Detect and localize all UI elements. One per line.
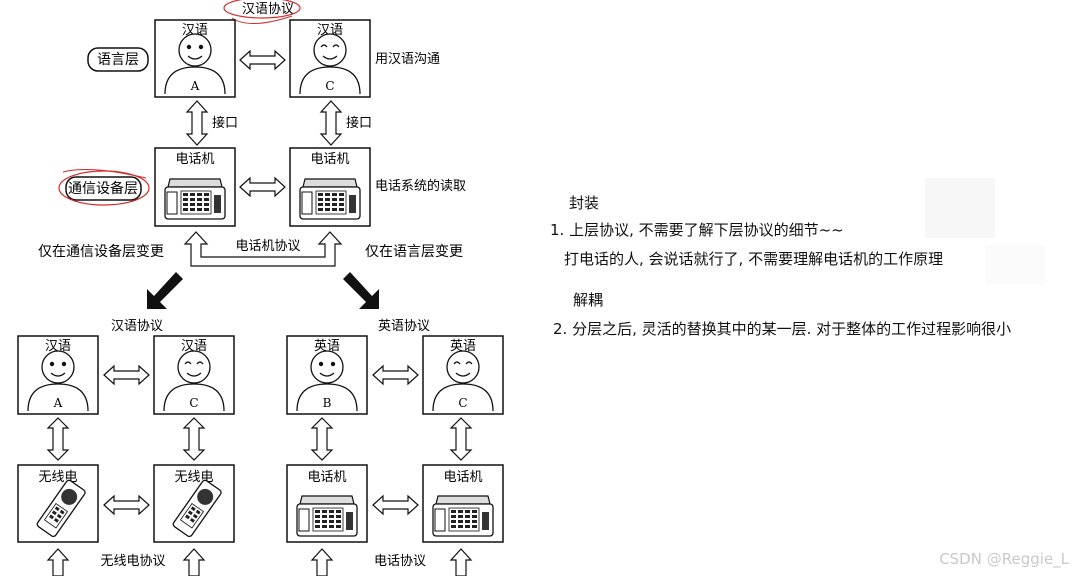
down-right-arrow [343,272,379,309]
br-phone-left-icon [296,495,358,537]
br-top-horizontal-double-arrow [372,364,419,386]
person-a-title: 汉语 [182,23,208,38]
phone-protocol-bracket-arrow [183,231,343,267]
interface-label-left: 接口 [212,115,238,131]
phone-right-icon [299,178,361,220]
bottom-right-protocol-label: 英语协议 [378,319,430,334]
br-person-right-figure [432,350,494,412]
person-c-title: 汉语 [317,23,343,38]
bl-vertical-arrow-left [46,417,70,461]
interface-label-right: 接口 [346,115,372,131]
note-item-1-example: 打电话的人, 会说话就行了, 不需要理解电话机的工作原理 [564,250,944,268]
note-item-1: 1. 上层协议, 不需要了解下层协议的细节~~ [550,221,844,239]
bl-person-right-title: 汉语 [181,339,207,354]
interface-arrow-left [185,100,209,146]
protocol-annotation-tail [231,15,293,24]
br-device-protocol-label: 电话协议 [374,554,426,569]
only-language-layer-change: 仅在语言层变更 [365,244,463,260]
device-layer-outline [65,176,142,201]
br-person-right-title: 英语 [450,339,476,354]
bl-top-horizontal-double-arrow [103,364,150,386]
language-layer-outline [87,47,149,72]
bl-person-left-figure [27,350,89,412]
br-person-left-figure [296,350,358,412]
down-left-arrow [147,272,183,309]
note-item-2: 2. 分层之后, 灵活的替换其中的某一层. 对于整体的工作过程影响很小 [553,320,1012,338]
phone-horizontal-double-arrow [239,176,286,198]
bl-person-right-letter: C [189,396,198,410]
phone-left-title: 电话机 [175,152,214,167]
top-protocol-label: 汉语协议 [242,2,294,17]
bl-person-right-figure [163,350,225,412]
device-layer-label: 通信设备层 [68,180,138,197]
person-c-letter: C [325,79,334,93]
phone-protocol-label: 电话机协议 [235,239,300,254]
br-bottom-arrow-right [449,548,473,576]
phone-system-note: 电话系统的读取 [375,178,466,194]
speak-chinese-note: 用汉语沟通 [375,52,440,67]
background-fade-top [925,178,995,238]
phone-left-icon [164,178,226,220]
br-person-left-letter: B [323,396,332,410]
interface-arrow-right [319,100,343,146]
decoupling-title: 解耦 [573,291,604,309]
br-person-left-title: 英语 [314,339,340,354]
br-bottom-arrow-left [310,548,334,576]
br-phone-right-icon [432,495,494,537]
person-c-figure [299,33,361,95]
bl-device-protocol-label: 无线电协议 [100,554,165,569]
only-device-layer-change: 仅在通信设备层变更 [38,243,164,260]
bottom-left-protocol-label: 汉语协议 [111,319,163,334]
device-annotation-tail [62,169,147,179]
bl-vertical-arrow-right [182,417,206,461]
br-phone-right-title: 电话机 [443,470,482,485]
watermark: CSDN @Reggie_L [939,550,1069,568]
phone-right-title: 电话机 [310,152,349,167]
encapsulation-title: 封装 [569,194,600,212]
person-a-letter: A [190,79,200,93]
bl-device-horizontal-double-arrow [103,494,150,516]
protocol-annotation-ellipse [223,0,301,19]
br-phone-left-title: 电话机 [307,470,346,485]
br-vertical-arrow-left [310,417,334,461]
br-person-right-letter: C [458,396,467,410]
bl-bottom-arrow-right [182,548,206,576]
top-horizontal-double-arrow [239,49,286,71]
bl-person-left-letter: A [53,396,63,410]
language-layer-label: 语言层 [97,52,139,68]
person-a-figure [164,33,226,95]
bl-person-left-title: 汉语 [45,339,71,354]
br-vertical-arrow-right [449,417,473,461]
bl-bottom-arrow-left [46,548,70,576]
background-fade-bottom [985,245,1045,285]
br-device-horizontal-double-arrow [372,494,419,516]
